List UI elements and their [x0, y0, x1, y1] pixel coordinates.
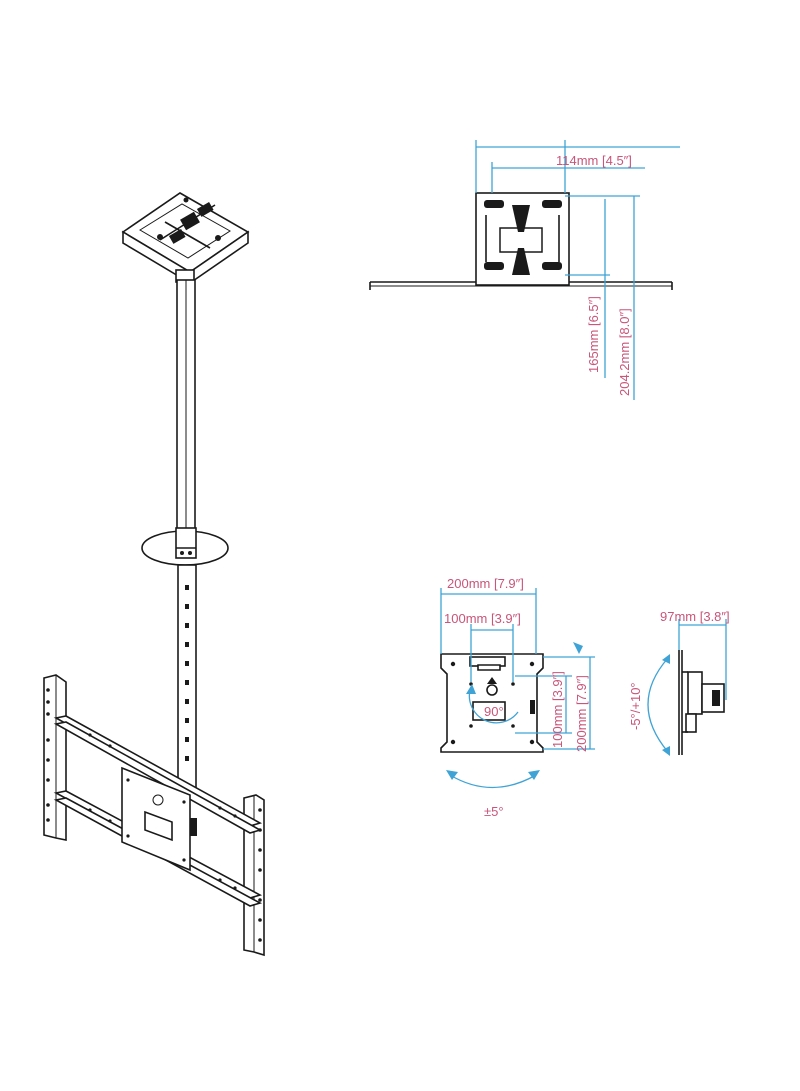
front-view [440, 588, 595, 789]
rotation-label: 90° [484, 704, 504, 719]
front-outer-width-label: 200mm [7.9″] [447, 576, 524, 591]
top-view [369, 140, 680, 400]
upper-pole [176, 279, 196, 531]
isometric-mount [43, 192, 265, 957]
tv-frame [43, 674, 265, 957]
top-width-label: 114mm [4.5″] [556, 153, 632, 168]
front-inner-width-label: 100mm [3.9″] [444, 611, 521, 626]
side-view [647, 619, 727, 756]
lower-pole [177, 564, 197, 791]
top-height-outer-label: 204.2mm [8.0″] [617, 308, 632, 396]
side-depth-label: 97mm [3.8″] [660, 609, 730, 624]
swivel-label: ±5° [484, 804, 504, 819]
front-outer-height-label: 200mm [7.9″] [574, 675, 589, 752]
ceiling-plate [121, 192, 250, 285]
front-inner-height-label: 100mm [3.9″] [550, 671, 565, 748]
top-height-inner-label: 165mm [6.5″] [586, 296, 601, 373]
pole-collar [141, 527, 229, 566]
tilt-label: -5°/+10° [628, 682, 643, 730]
